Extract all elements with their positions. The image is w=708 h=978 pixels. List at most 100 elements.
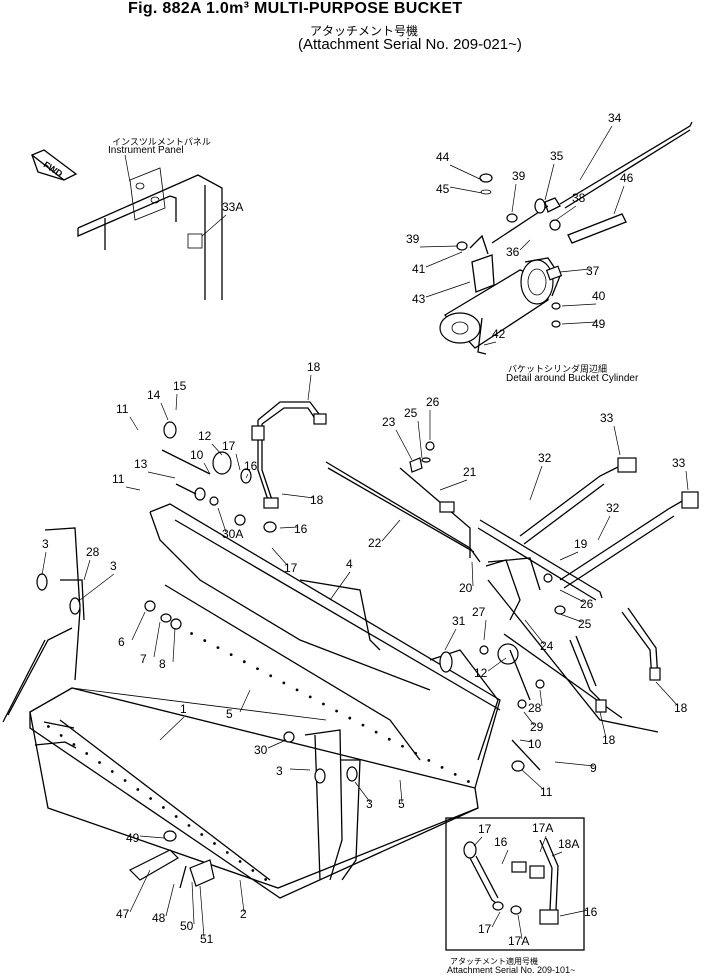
callout-44: 44 [436,150,450,164]
leader-line-3 [354,781,371,803]
callout-15: 15 [173,379,187,393]
callout-31: 31 [452,614,466,628]
callout-45: 45 [436,182,450,196]
leader-line-3 [79,573,115,601]
leader-line-11 [521,769,545,791]
callout-48: 48 [152,911,166,925]
rivet-dot [361,723,365,727]
callout-11: 11 [116,402,129,416]
rivet-dot [414,751,418,755]
leader-line-5 [399,779,403,803]
leader-line-23 [395,429,413,461]
leader-line-2 [239,879,245,913]
rivet-dot [401,744,404,748]
leader-line-43 [425,281,471,298]
callout-49: 49 [126,831,140,845]
rivet-dot [203,639,207,642]
leader-line-49 [561,321,597,325]
callout-3: 3 [110,559,117,573]
callout-4: 4 [346,557,353,571]
callout-28: 28 [86,545,100,559]
rivet-dot [136,788,140,791]
callout-30a: 30A [222,527,243,541]
leader-line-29 [523,711,535,726]
callout-23: 23 [382,415,396,429]
leader-line-32 [529,465,543,501]
callout-39: 39 [512,169,526,183]
leader-line-12 [211,443,223,456]
callout-39: 39 [406,232,420,246]
rivet-dot [161,806,165,809]
callout-6: 6 [118,635,125,649]
callout-46: 46 [620,171,634,185]
callout-8: 8 [159,657,166,671]
callout-33: 33 [600,411,614,425]
leader-line-34 [579,125,613,181]
callout-13: 13 [134,457,148,471]
leader-line-21 [439,479,468,491]
rivet-dot [427,758,431,762]
rivet-dot [123,779,127,782]
callout-1: 1 [180,702,187,716]
serial-label: (Attachment Serial No. 209-021~) [298,36,522,53]
leader-line-8 [172,627,176,663]
callout-10: 10 [190,448,204,462]
leader-line-17a [539,835,547,853]
leader-line-14 [160,402,169,421]
callout-2: 2 [240,907,247,921]
callout-32: 32 [606,501,620,515]
callout-35: 35 [550,149,564,163]
cylinder-detail-label-jp: バケットシリンダ周辺細 [508,365,608,375]
callout-38: 38 [572,191,586,205]
leader-line-16 [501,849,509,865]
leader-line-30 [267,739,287,749]
leader-line-17 [473,836,483,847]
leader-line-33a [201,214,227,237]
leader-line-28 [539,689,543,707]
leader-line-4 [329,571,351,601]
rivet-dot [322,702,325,706]
rivet-dot [98,761,101,764]
leader-line-49 [139,835,165,839]
rivet-dot [295,688,299,692]
callout-17a: 17A [508,934,529,948]
leader-line-27 [483,619,487,641]
rivet-dot [264,878,268,881]
callout-19: 19 [574,537,588,551]
callout-51: 51 [200,932,214,946]
leader-line-16 [279,526,299,529]
leader-line-19 [559,551,579,561]
leader-line-25 [559,613,583,623]
callout-3: 3 [276,764,283,778]
instrument-panel-drawing [77,154,223,300]
callout-29: 29 [530,720,544,734]
hydraulic-hoses [257,401,685,733]
callout-41: 41 [412,262,426,276]
leader-line-12 [487,657,507,672]
leader-line-5 [239,689,251,713]
leader-line-41 [425,251,463,268]
leader-line-1 [159,716,185,741]
leader-line-51 [199,885,205,938]
callout-12: 12 [474,666,488,680]
leader-line-35 [544,163,555,201]
callout-17: 17 [478,922,492,936]
rivet-dot [213,842,216,845]
instrument-panel-label-jp: インスツルメントパネル [112,138,211,148]
leader-line-44 [449,164,483,181]
callout-18: 18 [602,733,616,747]
callout-25: 25 [578,617,592,631]
callout-47: 47 [116,907,130,921]
callout-50: 50 [180,919,194,933]
callout-27: 27 [472,605,486,619]
rivet-dot [225,851,229,854]
leader-line-10 [203,462,211,475]
leader-line-30a [217,507,227,533]
leader-line-11 [125,486,141,491]
leader-line-13 [147,471,176,479]
cylinder-detail-label: Detail around Bucket Cylinder [506,373,639,384]
callout-33a: 33A [222,200,243,214]
rivet-dot [335,709,338,713]
rivet-dots [46,632,470,881]
callout-22: 22 [368,536,382,550]
